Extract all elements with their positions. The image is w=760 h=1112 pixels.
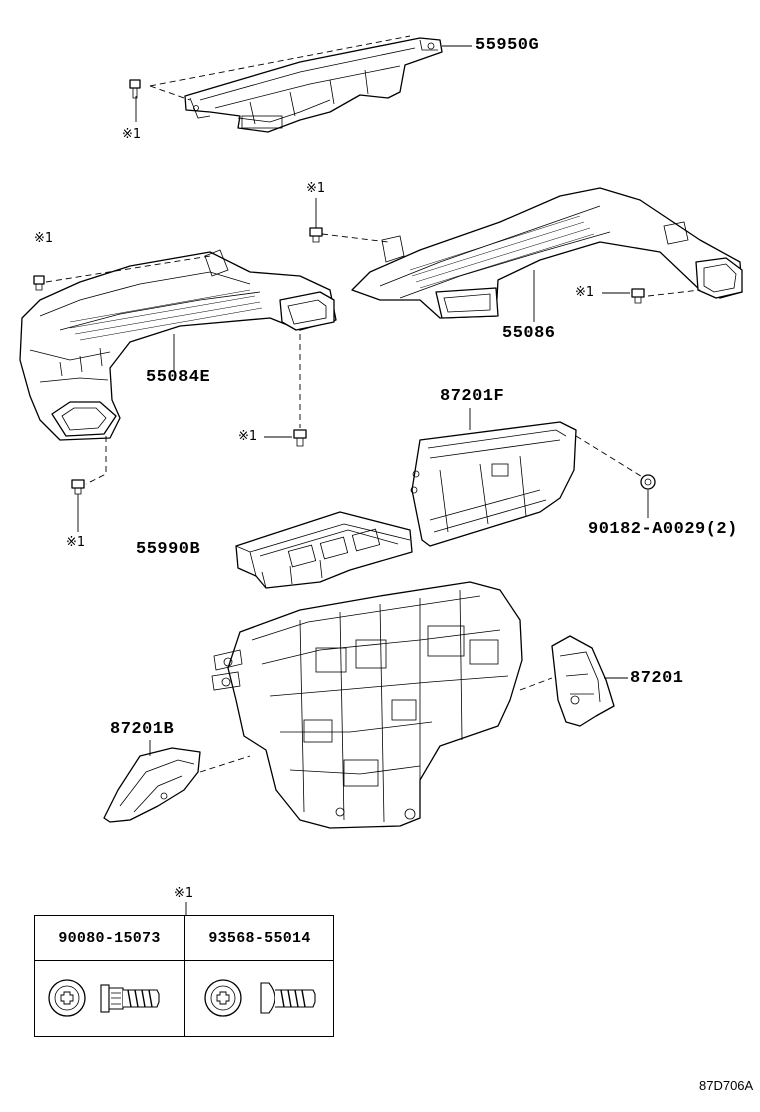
note-marker-1: ※1 <box>122 127 142 142</box>
part-label-55086: 55086 <box>502 324 556 343</box>
legend-part-number-2: 93568-55014 <box>185 916 334 961</box>
cover-87201b <box>103 747 201 823</box>
part-label-90182: 90182-A0029(2) <box>588 520 738 539</box>
part-label-87201b: 87201B <box>110 720 175 739</box>
legend-column-1: 90080-15073 <box>35 916 184 1036</box>
dash-87201 <box>519 677 553 691</box>
phillips-pan-screw-icon <box>185 961 334 1036</box>
dash-55084e-top <box>45 255 211 283</box>
flange-hex-screw-icon <box>35 961 184 1036</box>
dash-87201b <box>199 755 251 773</box>
heater-unit-assembly <box>211 581 523 829</box>
legend-column-2: 93568-55014 <box>184 916 334 1036</box>
duct-55086 <box>351 187 743 319</box>
panel-87201f <box>410 421 577 547</box>
grille-55990b <box>235 511 413 589</box>
clip-nut-icon <box>640 474 656 490</box>
screw-icon-1 <box>129 79 141 99</box>
note-marker-2: ※1 <box>306 181 326 196</box>
part-label-87201f: 87201F <box>440 387 505 406</box>
dash-55086-top <box>321 233 389 243</box>
note-marker-4: ※1 <box>575 285 595 300</box>
legend-part-number-1: 90080-15073 <box>35 916 184 961</box>
dash-87201f <box>575 435 645 479</box>
dash-55086-right <box>647 289 701 297</box>
screw-icon-6 <box>631 288 645 304</box>
screw-icon-4 <box>293 429 307 447</box>
figure-id: 87D706A <box>699 1078 754 1093</box>
note-marker-3: ※1 <box>34 231 54 246</box>
legend-marker: ※1 <box>174 886 194 901</box>
part-label-55084e: 55084E <box>146 368 211 387</box>
defroster-nozzle-55950g <box>184 37 443 133</box>
part-label-55950g: 55950G <box>475 36 540 55</box>
note-marker-5: ※1 <box>238 429 258 444</box>
screw-icon-5 <box>71 479 85 495</box>
dash-55084e-bottom <box>85 436 107 485</box>
note-marker-6: ※1 <box>66 535 86 550</box>
part-label-55990b: 55990B <box>136 540 201 559</box>
cover-87201 <box>551 635 615 727</box>
dash-55950g-left <box>149 85 191 101</box>
fastener-legend-table: 90080-15073 93568-55014 <box>34 915 334 1037</box>
part-label-87201: 87201 <box>630 669 684 688</box>
duct-55084e <box>19 249 337 441</box>
screw-icon-2 <box>33 275 45 291</box>
screw-icon-3 <box>309 227 323 243</box>
dash-55950g-top <box>149 35 411 87</box>
